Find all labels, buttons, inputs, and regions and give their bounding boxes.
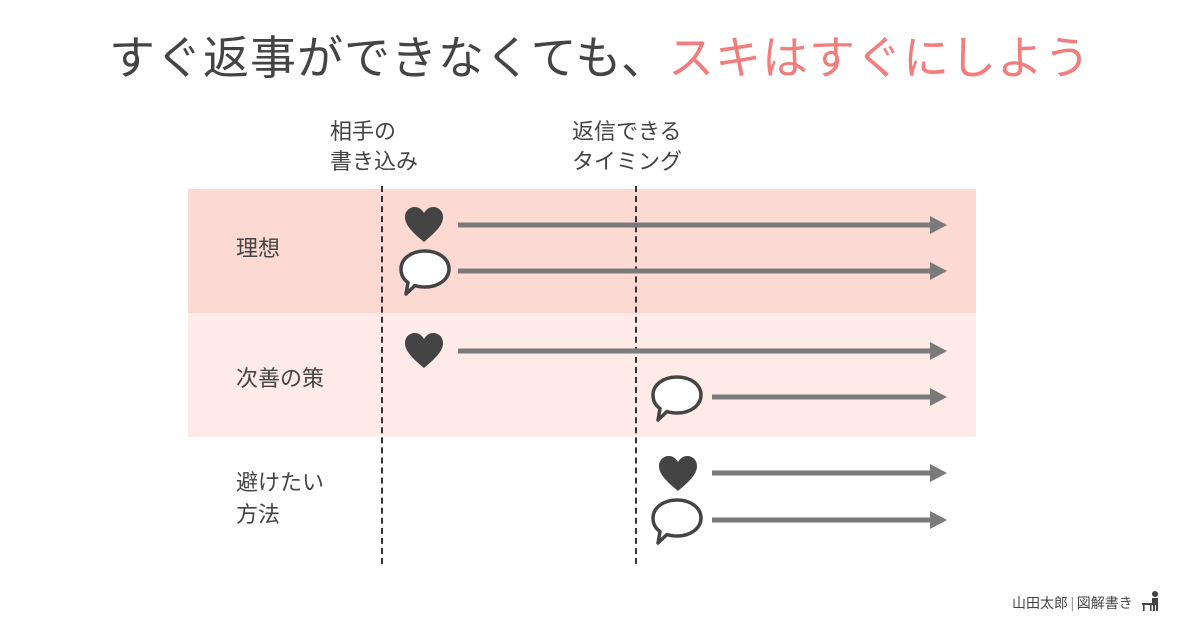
partner-post-timeline [381, 186, 383, 564]
row-band-second-best [188, 313, 976, 437]
speech-bubble-icon [651, 498, 703, 545]
writing-person-icon [1142, 591, 1158, 611]
like-arrow [712, 464, 947, 482]
heart-icon [659, 456, 697, 491]
author-name: 山田太郎 [1012, 596, 1068, 612]
page-title: すぐ返事ができなくても、スキはすぐにしよう [0, 22, 1200, 88]
row-label-ideal: 理想 [236, 237, 281, 262]
column-header-reply-timing: 返信できる タイミング [572, 120, 683, 175]
like-arrow [458, 216, 947, 234]
credit-label: 図解書き [1076, 596, 1133, 612]
speech-bubble-icon [651, 375, 703, 422]
reply-arrow [712, 511, 947, 529]
reply-arrow [458, 262, 947, 280]
like-arrow [458, 342, 947, 360]
row-label-avoid: 避けたい 方法 [236, 471, 325, 528]
title-highlight: スキはすぐにしよう [667, 31, 1091, 85]
author-credit: 山田太郎|図解書き [1012, 593, 1133, 613]
row-band-avoid [188, 437, 976, 561]
speech-bubble-icon [399, 249, 451, 296]
heart-icon [405, 333, 443, 368]
title-part1: すぐ返事ができなくても、 [109, 31, 668, 85]
reply-arrow [712, 388, 947, 406]
row-label-second-best: 次善の策 [236, 367, 325, 392]
heart-icon [405, 207, 443, 242]
credit-divider: | [1070, 596, 1075, 612]
row-band-ideal [188, 189, 976, 313]
reply-timing-timeline [635, 186, 637, 564]
column-header-partner-post: 相手の 書き込み [330, 120, 419, 175]
